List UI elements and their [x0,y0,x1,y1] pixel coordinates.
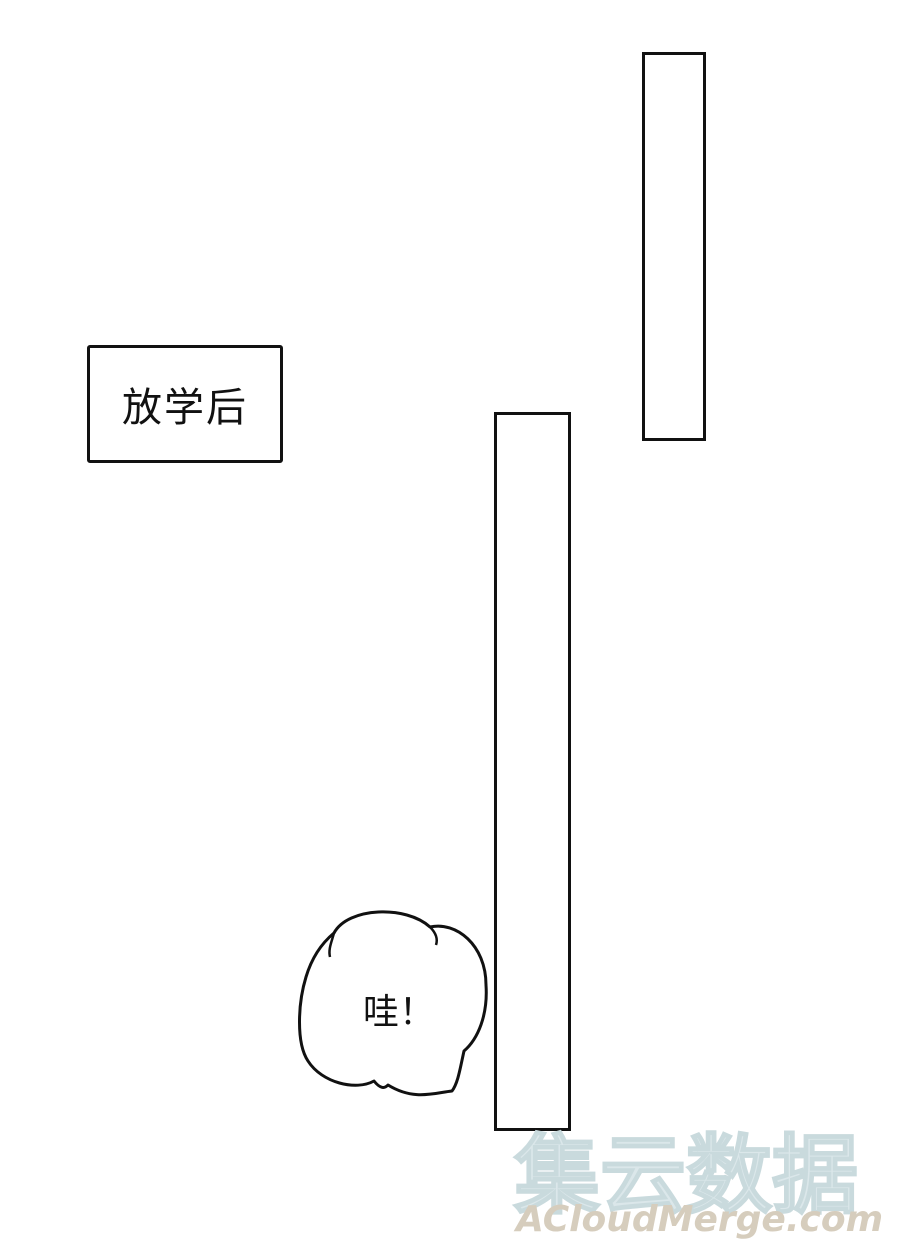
watermark-english: ACloudMerge.com [516,1199,884,1240]
speech-bubble-shape [298,910,488,1097]
speech-bubble: 哇！ [296,905,492,1101]
watermark: 集云数据 ACloudMerge.com [510,1105,890,1245]
caption-box: 放学后 [87,345,283,463]
caption-text: 放学后 [122,385,248,431]
watermark-chinese: 集云数据 [513,1125,859,1227]
comic-panel-tall [494,412,571,1131]
comic-panel-top-right [642,52,706,441]
speech-bubble-text: 哇！ [362,992,435,1033]
